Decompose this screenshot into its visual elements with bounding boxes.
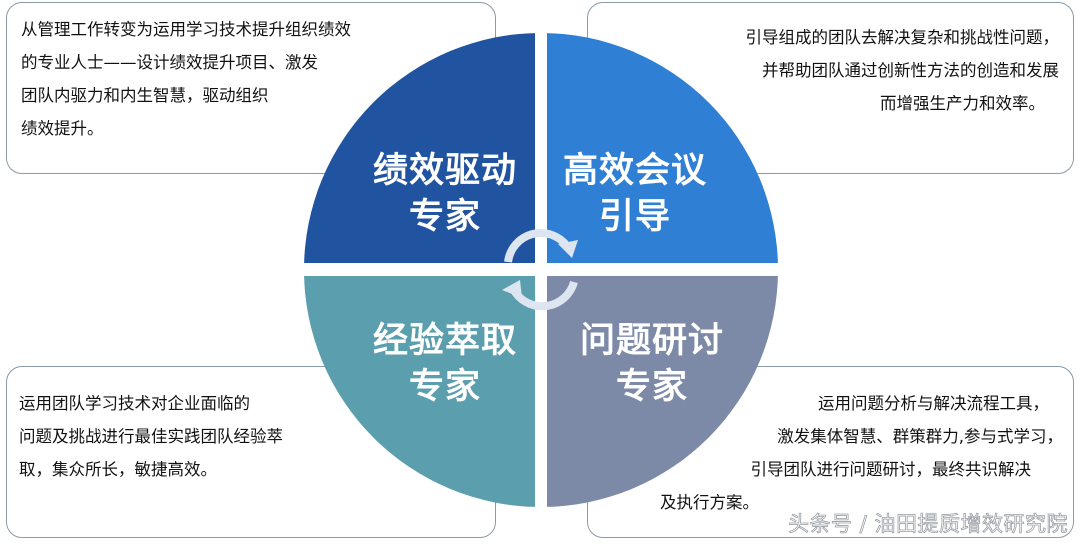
quadrant-title-performance: 绩效驱动 专家 (365, 148, 525, 240)
title-line: 高效会议 (562, 151, 707, 191)
title-line: 专家 (408, 367, 481, 407)
description-line: 并帮助团队通过创新性方法的创造和发展 (762, 61, 1059, 80)
title-line: 专家 (408, 197, 481, 237)
description-line: 运用团队学习技术对企业面临的 (19, 394, 250, 413)
description-line: 团队内驱力和内生智慧，驱动组织 (21, 86, 269, 105)
description-line: 激发集体智慧、群策群力,参与式学习， (777, 427, 1063, 446)
description-line: 从管理工作转变为运用学习技术提升组织绩效 (21, 20, 351, 39)
watermark: 头条号 / 油田提质增效研究院 (788, 512, 1068, 537)
description-line: 的专业人士——设计绩效提升项目、激发 (21, 53, 318, 72)
title-line: 经验萃取 (372, 321, 517, 361)
quadrant-performance-driven (304, 33, 535, 263)
title-line: 问题研讨 (579, 321, 724, 361)
description-line: 而增强生产力和效率。 (880, 94, 1045, 113)
description-line: 取，集众所长，敏捷高效。 (19, 460, 217, 479)
description-line: 及执行方案。 (660, 493, 759, 512)
title-line: 引导 (598, 197, 671, 237)
title-line: 专家 (615, 367, 688, 407)
cycle-arrows-icon (502, 229, 578, 311)
quadrant-meeting-facilitation (547, 33, 778, 263)
quadrant-title-meeting: 高效会议 引导 (555, 148, 715, 240)
description-line: 引导组成的团队去解决复杂和挑战性问题， (745, 28, 1060, 47)
title-line: 绩效驱动 (372, 151, 517, 191)
quadrant-problem-discussion (547, 276, 778, 507)
description-line: 运用问题分析与解决流程工具， (818, 394, 1049, 413)
quadrant-title-problem: 问题研讨 专家 (572, 318, 732, 410)
quadrant-experience-extraction (304, 276, 535, 507)
quadrant-title-experience: 经验萃取 专家 (365, 318, 525, 410)
description-line: 绩效提升。 (21, 119, 104, 138)
description-line: 引导团队进行问题研讨，最终共识解决 (750, 460, 1032, 479)
description-line: 问题及挑战进行最佳实践团队经验萃 (19, 427, 283, 446)
